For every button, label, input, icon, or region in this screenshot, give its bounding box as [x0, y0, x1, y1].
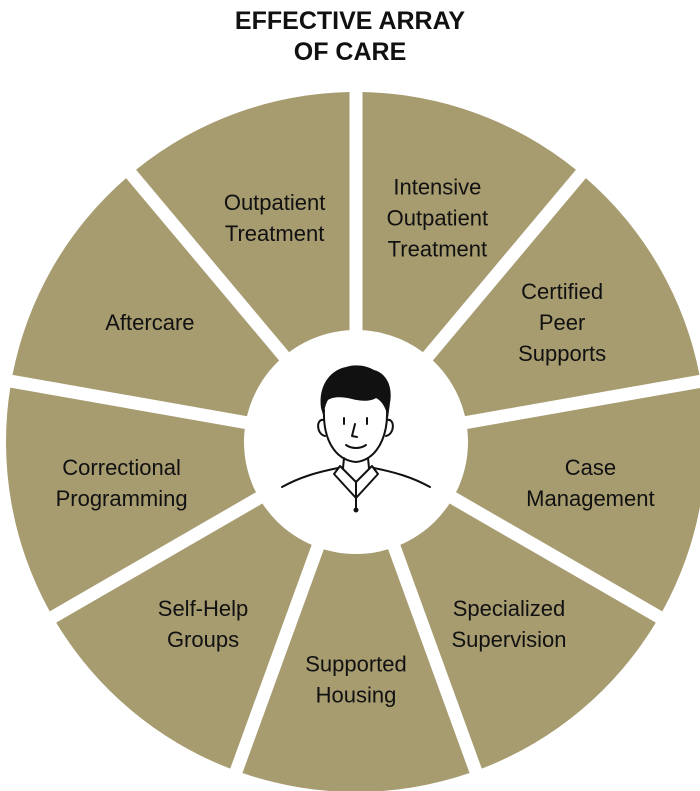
segment-correctional-programming-label-line: Correctional — [62, 455, 181, 480]
segment-case-management-label-line: Case — [565, 455, 616, 480]
segment-certified-peer-supports-label-line: Certified — [521, 279, 603, 304]
segment-intensive-outpatient-treatment — [362, 92, 576, 377]
segment-specialized-supervision — [389, 487, 656, 769]
segment-certified-peer-supports-label-line: Supports — [518, 341, 606, 366]
segment-case-management — [428, 387, 700, 612]
segment-certified-peer-supports-label-line: Peer — [539, 310, 585, 335]
avatar-nose — [351, 423, 358, 438]
segment-correctional-programming-label-line: Programming — [56, 486, 188, 511]
segment-intensive-outpatient-treatment-label-line: Treatment — [388, 236, 487, 261]
avatar-shoulders — [281, 467, 431, 488]
segment-specialized-supervision-label-line: Supervision — [452, 627, 567, 652]
title-line-1: EFFECTIVE ARRAY — [234, 7, 466, 35]
avatar-face — [322, 409, 389, 463]
segment-supported-housing-label-line: Supported — [305, 652, 407, 677]
segment-self-help-groups-label-line: Self-Help — [158, 596, 248, 621]
segment-outpatient-treatment — [136, 92, 350, 377]
title-line-2: OF CARE — [293, 38, 407, 66]
segment-outpatient-treatment-label-line: Outpatient — [224, 190, 326, 215]
segment-self-help-groups-label-line: Groups — [167, 627, 239, 652]
segment-aftercare-label-line: Aftercare — [105, 310, 194, 335]
avatar-right-ear — [385, 418, 394, 437]
center-hub — [244, 330, 468, 554]
avatar-mouth — [345, 444, 367, 449]
avatar-left-ear — [317, 418, 326, 437]
avatar-hair — [320, 365, 391, 418]
person-avatar-icon — [281, 365, 431, 513]
segment-specialized-supervision-label-line: Specialized — [453, 596, 566, 621]
segment-correctional-programming — [6, 387, 284, 612]
segment-aftercare — [12, 178, 300, 422]
segment-supported-housing — [242, 519, 470, 791]
diagram-title: EFFECTIVE ARRAY OF CARE — [0, 6, 700, 68]
segment-self-help-groups — [56, 487, 323, 769]
segment-case-management-label-line: Management — [526, 486, 654, 511]
segment-supported-housing-label-line: Housing — [316, 683, 397, 708]
segment-intensive-outpatient-treatment-label-line: Intensive — [393, 174, 481, 199]
avatar-neck-left — [342, 457, 345, 469]
avatar-button — [353, 507, 359, 513]
segment-aftercare-label: Aftercare — [105, 310, 194, 335]
segment-certified-peer-supports — [412, 178, 700, 422]
segment-intensive-outpatient-treatment-label-line: Outpatient — [387, 205, 489, 230]
segment-outpatient-treatment-label-line: Treatment — [225, 221, 324, 246]
avatar-neck-right — [367, 457, 370, 469]
